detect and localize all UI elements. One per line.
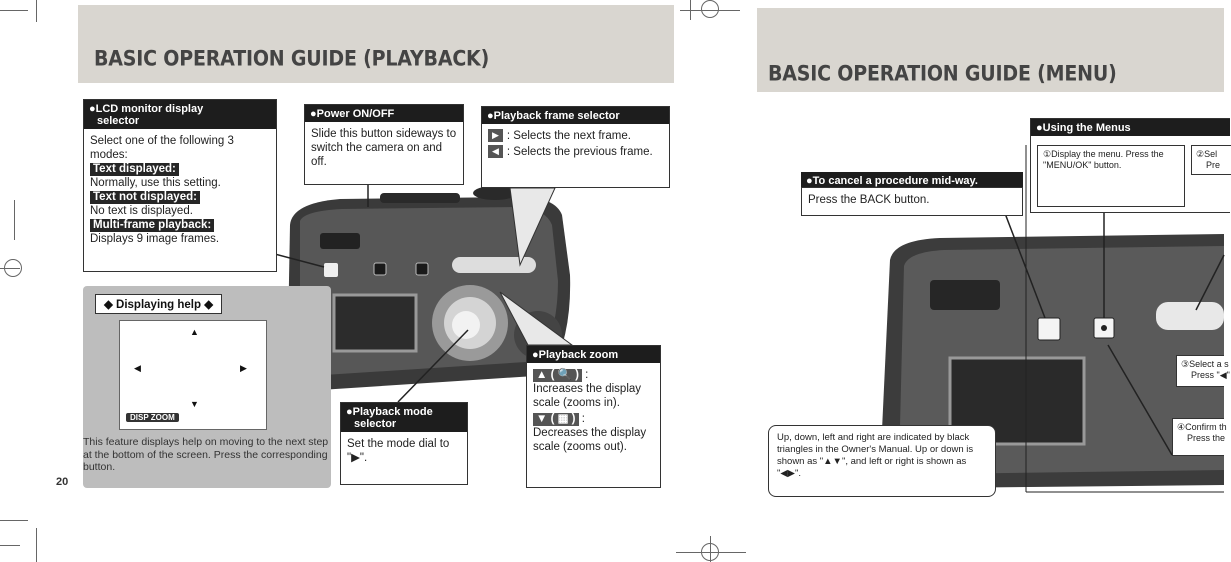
lcd-box-heading-line1: ●LCD monitor display	[89, 103, 204, 115]
cancel-procedure-box-body: Press the BACK button.	[801, 187, 1023, 216]
disp-zoom-button-label: DISP ZOOM	[126, 413, 179, 422]
lcd-box-intro: Select one of the following 3 modes:	[90, 135, 234, 161]
menus-step2-frame: ②Sel Pre	[1191, 145, 1231, 175]
menus-step3-text: ③Select a s	[1181, 359, 1229, 369]
lcd-box-heading-line2: selector	[97, 115, 140, 127]
lcd-item-text: Displays 9 image frames.	[90, 233, 220, 245]
menus-step4-frame: ④Confirm th Press the	[1172, 418, 1227, 456]
using-menus-box: ●Using the Menus ①Display the menu. Pres…	[1030, 118, 1231, 213]
zoom-in-text: Increases the display scale (zooms in).	[533, 383, 642, 409]
lcd-box-heading: ●LCD monitor display selector	[84, 100, 276, 129]
zoom-out-key-icon: ▼ ( ▦ )	[533, 413, 579, 426]
crop-mark	[0, 10, 28, 11]
menus-box-heading: ●Using the Menus	[1031, 119, 1230, 136]
menus-step1-text: ①Display the menu. Press the "MENU/OK" b…	[1043, 149, 1164, 170]
left-triangle-icon: ◀	[134, 363, 141, 373]
lcd-item-label: Text not displayed:	[90, 191, 200, 204]
left-arrow-icon: ◀	[488, 145, 503, 158]
crop-mark	[36, 0, 37, 22]
crop-mark	[0, 520, 28, 521]
menus-step3-frame: ③Select a s Press "◀"	[1176, 355, 1230, 387]
mode-box-heading-line1: ●Playback mode	[346, 406, 433, 418]
left-header-band	[78, 5, 674, 83]
frame-next-text: : Selects the next frame.	[506, 130, 631, 142]
right-arrow-icon: ▶	[488, 129, 503, 142]
frame-box-heading: ●Playback frame selector	[482, 107, 669, 124]
crop-mark	[710, 536, 711, 562]
lcd-monitor-selector-box: ●LCD monitor display selector Select one…	[83, 99, 277, 272]
cancel-box-heading: ●To cancel a procedure mid-way.	[801, 172, 1023, 189]
left-page-title: BASIC OPERATION GUIDE (PLAYBACK)	[94, 46, 490, 72]
power-box-heading: ●Power ON/OFF	[305, 105, 463, 122]
right-page-title: BASIC OPERATION GUIDE (MENU)	[768, 61, 1117, 87]
camera-playback-illustration	[288, 186, 571, 390]
menus-step2-text-b: Pre	[1206, 160, 1221, 170]
power-box-text: Slide this button sideways to switch the…	[311, 128, 457, 168]
mode-box-text: Set the mode dial to "▶".	[347, 438, 450, 464]
registration-mark	[4, 259, 22, 277]
page-number: 20	[56, 476, 69, 488]
registration-mark	[701, 0, 719, 18]
triangle-notation-note: Up, down, left and right are indicated b…	[768, 425, 996, 497]
zoom-out-text: Decreases the display scale (zooms out).	[533, 427, 647, 453]
crop-mark	[680, 10, 740, 11]
playback-mode-selector-box: ●Playback mode selector Set the mode dia…	[340, 402, 468, 485]
up-triangle-icon: ▲	[190, 327, 199, 337]
zoom-box-heading: ●Playback zoom	[527, 346, 660, 363]
help-panel-heading: ◆ Displaying help ◆	[95, 294, 223, 314]
crop-mark	[36, 528, 37, 562]
playback-frame-selector-box: ●Playback frame selector ▶ : Selects the…	[481, 106, 670, 188]
menus-step1-frame: ①Display the menu. Press the "MENU/OK" b…	[1037, 145, 1185, 207]
menus-step4-text-b: Press the	[1187, 433, 1226, 443]
cancel-box-text: Press the BACK button.	[808, 194, 930, 206]
playback-zoom-box: ●Playback zoom ▲ ( 🔍 ) : Increases the d…	[526, 345, 661, 488]
help-screen-illustration: ▲ ◀ ▶ ▼ DISP ZOOM	[119, 320, 267, 430]
mode-box-heading-line2: selector	[354, 418, 397, 430]
down-triangle-icon: ▼	[190, 399, 199, 409]
lcd-item-label: Multi-frame playback:	[90, 219, 215, 232]
right-triangle-icon: ▶	[240, 363, 247, 373]
frame-prev-text: : Selects the previous frame.	[506, 146, 653, 158]
menus-step3-text-b: Press "◀"	[1191, 370, 1230, 380]
lcd-item-text: No text is displayed.	[90, 205, 193, 217]
displaying-help-panel: ◆ Displaying help ◆ ▲ ◀ ▶ ▼ DISP ZOOM Th…	[83, 286, 331, 488]
note-text: Up, down, left and right are indicated b…	[777, 432, 974, 479]
help-panel-text: This feature displays help on moving to …	[83, 436, 329, 473]
crop-mark	[14, 200, 15, 240]
mode-box-heading: ●Playback mode selector	[341, 403, 467, 432]
menus-step2-text: ②Sel	[1196, 149, 1218, 159]
lcd-item-text: Normally, use this setting.	[90, 177, 221, 189]
menus-step4-text: ④Confirm th	[1177, 422, 1227, 432]
right-header-band	[757, 8, 1224, 92]
power-onoff-box: ●Power ON/OFF Slide this button sideways…	[304, 104, 464, 185]
crop-mark	[0, 545, 20, 546]
lcd-item-label: Text displayed:	[90, 163, 179, 176]
zoom-in-key-icon: ▲ ( 🔍 )	[533, 369, 582, 382]
